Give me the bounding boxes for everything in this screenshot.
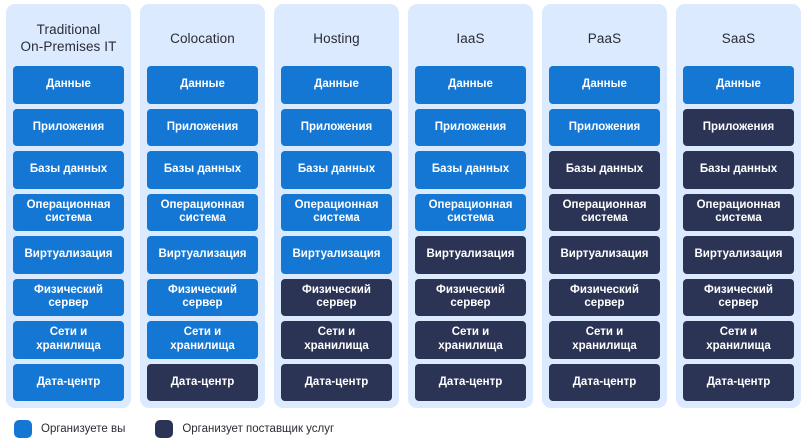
stack-layer-cell: Сети и хранилища xyxy=(13,321,124,359)
legend-label: Организует поставщик услуг xyxy=(182,423,335,435)
legend: Организуете вы Организует поставщик услуг xyxy=(14,420,334,438)
stack-layer-cell: Виртуализация xyxy=(415,236,526,274)
stack-layer-cell: Базы данных xyxy=(281,151,392,189)
stack-layer-cell: Данные xyxy=(549,66,660,104)
stack-layer-cell: Сети и хранилища xyxy=(683,321,794,359)
legend-item: Организуете вы xyxy=(14,420,125,438)
column-title: Traditional On-Premises IT xyxy=(20,22,117,54)
stack-layer-cell: Сети и хранилища xyxy=(549,321,660,359)
stack-layer-cell: Сети и хранилища xyxy=(147,321,258,359)
stack-layer-cell: Физический сервер xyxy=(683,278,794,316)
stack-layer-cell: Приложения xyxy=(549,108,660,146)
stack-layer-cell: Данные xyxy=(281,66,392,104)
stack-layer-cell: Операционная система xyxy=(13,193,124,231)
stack-layer-cell: Базы данных xyxy=(683,151,794,189)
stack-layer-cell: Приложения xyxy=(281,108,392,146)
stack-layer-cell: Операционная система xyxy=(281,193,392,231)
stack-layer-cell: Базы данных xyxy=(13,151,124,189)
stack-layer-cell: Дата-центр xyxy=(147,363,258,401)
stack-layer-cell: Приложения xyxy=(147,108,258,146)
stack-layer-cell: Виртуализация xyxy=(549,236,660,274)
stack-layer-cell: Приложения xyxy=(415,108,526,146)
stack-layer-cell: Данные xyxy=(13,66,124,104)
stack-layer-cell: Виртуализация xyxy=(281,236,392,274)
stack-layer-cell: Дата-центр xyxy=(683,363,794,401)
column-title: Hosting xyxy=(313,30,360,46)
stack-layer-cell: Дата-центр xyxy=(415,363,526,401)
stack-layer-cell: Данные xyxy=(415,66,526,104)
stack-layer-cell: Операционная система xyxy=(549,193,660,231)
column-title: SaaS xyxy=(721,30,756,46)
stack-layer-cell: Данные xyxy=(683,66,794,104)
stack-layer-cell: Физический сервер xyxy=(147,278,258,316)
column-title: Colocation xyxy=(170,30,235,46)
stack-layer-cell: Физический сервер xyxy=(549,278,660,316)
stack-layer-cell: Сети и хранилища xyxy=(281,321,392,359)
stack-layer-cell: Операционная система xyxy=(147,193,258,231)
stack-layer-cell: Операционная система xyxy=(683,193,794,231)
stack-layer-cell: Виртуализация xyxy=(13,236,124,274)
stack-layer-cell: Виртуализация xyxy=(147,236,258,274)
legend-swatch-customer xyxy=(14,420,32,438)
stack-layer-cell: Виртуализация xyxy=(683,236,794,274)
stack-layer-cell: Дата-центр xyxy=(13,363,124,401)
stack-layer-cell: Дата-центр xyxy=(549,363,660,401)
legend-swatch-provider xyxy=(155,420,174,438)
stack-layer-cell: Физический сервер xyxy=(415,278,526,316)
stack-layer-cell: Базы данных xyxy=(415,151,526,189)
stack-layer-cell: Базы данных xyxy=(147,151,258,189)
legend-label: Организуете вы xyxy=(41,423,126,435)
stack-layer-cell: Операционная система xyxy=(415,193,526,231)
stack-layer-cell: Данные xyxy=(147,66,258,104)
stack-layer-cell: Приложения xyxy=(683,108,794,146)
legend-item: Организует поставщик услуг xyxy=(155,420,334,438)
stack-layer-cell: Физический сервер xyxy=(281,278,392,316)
column-title: IaaS xyxy=(456,30,485,46)
column-title: PaaS xyxy=(587,30,622,46)
stack-layer-cell: Физический сервер xyxy=(13,278,124,316)
stack-layer-cell: Приложения xyxy=(13,108,124,146)
stack-layer-cell: Сети и хранилища xyxy=(415,321,526,359)
stack-layer-cell: Базы данных xyxy=(549,151,660,189)
stack-layer-cell: Дата-центр xyxy=(281,363,392,401)
